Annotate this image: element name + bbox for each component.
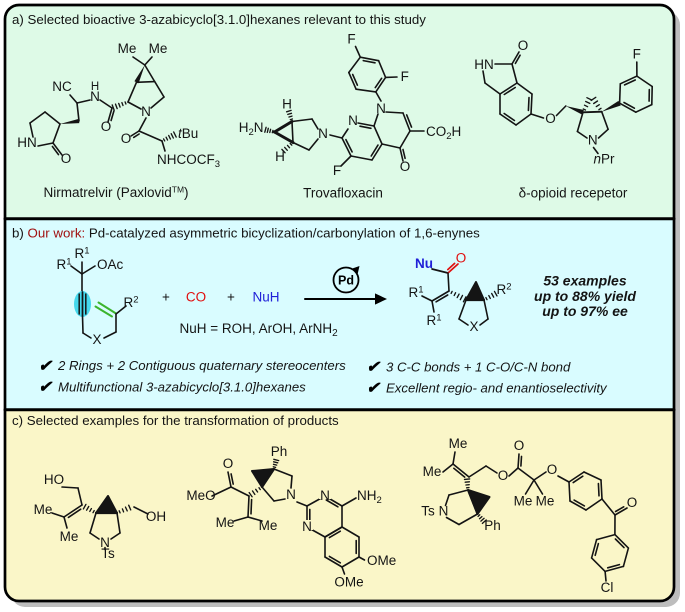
- svg-text:✔: ✔: [366, 380, 381, 397]
- svg-text:N: N: [439, 504, 449, 519]
- svg-text:H: H: [275, 149, 285, 164]
- svg-text:Me: Me: [449, 436, 468, 451]
- svg-text:nPr: nPr: [593, 152, 615, 167]
- svg-text:OMe: OMe: [334, 575, 363, 590]
- svg-text:δ-opioid recepetor: δ-opioid recepetor: [519, 186, 628, 201]
- svg-text:N: N: [376, 101, 386, 116]
- svg-text:N: N: [318, 126, 328, 141]
- svg-text:Me: Me: [423, 464, 442, 479]
- svg-text:O: O: [498, 468, 509, 483]
- svg-text:N: N: [348, 113, 358, 128]
- svg-text:Me: Me: [34, 502, 53, 517]
- svg-text:3 C-C bonds + 1 C-O/C-N bond: 3 C-C bonds + 1 C-O/C-N bond: [386, 360, 571, 375]
- svg-text:HN: HN: [17, 135, 37, 150]
- svg-text:Multifunctional 3-azabicyclo[3: Multifunctional 3-azabicyclo[3.1.0]hexan…: [58, 380, 306, 395]
- svg-text:NH2: NH2: [357, 488, 382, 506]
- svg-text:N: N: [286, 487, 296, 502]
- svg-text:X: X: [469, 319, 478, 334]
- svg-text:tBu: tBu: [178, 126, 198, 141]
- svg-text:O: O: [518, 38, 529, 53]
- svg-text:F: F: [333, 163, 341, 178]
- svg-text:Nirmatrelvir (PaxlovidTM): Nirmatrelvir (PaxlovidTM): [43, 185, 188, 201]
- svg-text:NHCOCF3: NHCOCF3: [157, 152, 220, 170]
- svg-text:F: F: [633, 47, 641, 62]
- svg-text:HO: HO: [44, 472, 64, 487]
- svg-text:O: O: [547, 462, 558, 477]
- svg-text:Me: Me: [118, 41, 137, 56]
- svg-text:Cl: Cl: [601, 580, 614, 595]
- svg-text:N: N: [320, 488, 330, 503]
- svg-text:+: +: [162, 290, 170, 305]
- svg-text:Pd: Pd: [338, 274, 354, 288]
- svg-text:NC: NC: [52, 79, 72, 94]
- svg-text:F: F: [401, 69, 409, 84]
- svg-text:OH: OH: [146, 509, 166, 524]
- svg-text:N: N: [141, 104, 151, 119]
- svg-text:Ts: Ts: [421, 504, 435, 519]
- svg-text:up to 97% ee: up to 97% ee: [542, 303, 628, 319]
- svg-text:b) Our work: Pd-catalyzed asym: b) Our work: Pd-catalyzed asymmetric bic…: [12, 225, 480, 240]
- svg-text:a) Selected bioactive 3-azabic: a) Selected bioactive 3-azabicyclo[3.1.0…: [12, 12, 426, 27]
- svg-text:Me: Me: [536, 494, 555, 509]
- svg-text:Me: Me: [259, 518, 278, 533]
- svg-text:NuH = ROH, ArOH, ArNH2: NuH = ROH, ArOH, ArNH2: [180, 321, 339, 339]
- svg-text:2 Rings + 2 Contiguous quatern: 2 Rings + 2 Contiguous quaternary stereo…: [57, 358, 346, 373]
- svg-text:H2N: H2N: [239, 120, 264, 138]
- svg-text:Ph: Ph: [271, 444, 288, 459]
- svg-text:N: N: [302, 519, 312, 534]
- svg-text:F: F: [347, 31, 355, 46]
- svg-text:up to 88% yield: up to 88% yield: [534, 288, 636, 304]
- svg-text:O: O: [514, 438, 525, 453]
- svg-text:X: X: [92, 332, 101, 347]
- svg-text:+: +: [227, 290, 235, 305]
- svg-text:O: O: [545, 111, 556, 126]
- svg-text:Trovafloxacin: Trovafloxacin: [303, 186, 383, 201]
- svg-text:H: H: [282, 97, 292, 112]
- svg-text:NuH: NuH: [252, 290, 279, 305]
- svg-text:MeO: MeO: [186, 488, 215, 503]
- svg-text:53 examples: 53 examples: [543, 273, 626, 289]
- svg-text:✔: ✔: [38, 379, 53, 396]
- svg-text:O: O: [627, 495, 638, 510]
- svg-text:Me: Me: [216, 515, 235, 530]
- svg-text:CO: CO: [186, 290, 206, 305]
- svg-text:N: N: [100, 535, 110, 550]
- svg-text:O: O: [400, 159, 411, 174]
- svg-text:O: O: [121, 131, 132, 146]
- svg-text:Me: Me: [149, 41, 168, 56]
- svg-text:Excellent regio- and enantiose: Excellent regio- and enantioselectivity: [386, 381, 608, 396]
- svg-text:Nu: Nu: [415, 256, 433, 271]
- svg-text:H: H: [91, 81, 99, 93]
- svg-text:O: O: [223, 456, 234, 471]
- svg-text:✔: ✔: [366, 359, 381, 376]
- svg-text:OAc: OAc: [97, 257, 124, 272]
- svg-text:Ph: Ph: [484, 518, 501, 533]
- svg-text:CO2H: CO2H: [426, 124, 461, 142]
- svg-text:Me: Me: [60, 529, 79, 544]
- svg-text:Me: Me: [514, 494, 533, 509]
- svg-text:N: N: [90, 89, 100, 104]
- svg-text:O: O: [101, 119, 112, 134]
- svg-text:c) Selected examples for the t: c) Selected examples for the transformat…: [12, 413, 339, 428]
- svg-text:N: N: [588, 132, 598, 147]
- svg-text:O: O: [456, 251, 467, 266]
- svg-text:Ts: Ts: [101, 546, 115, 561]
- svg-text:O: O: [61, 151, 72, 166]
- svg-text:✔: ✔: [38, 358, 53, 375]
- svg-text:HN: HN: [474, 57, 494, 72]
- svg-text:OMe: OMe: [367, 553, 396, 568]
